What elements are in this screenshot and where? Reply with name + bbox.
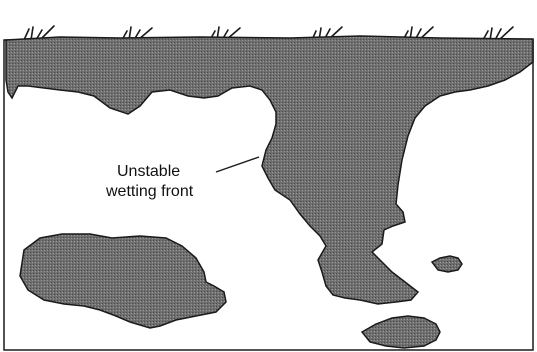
wetted-soil-patch-bottom [362,316,440,348]
wetted-soil-patch-large [20,234,226,328]
callout-label-unstable: Unstable [117,161,180,182]
callout-label-wetting-front: wetting front [106,181,193,202]
wetted-soil-patch-small [432,256,462,272]
callout-leader-line [216,157,259,172]
